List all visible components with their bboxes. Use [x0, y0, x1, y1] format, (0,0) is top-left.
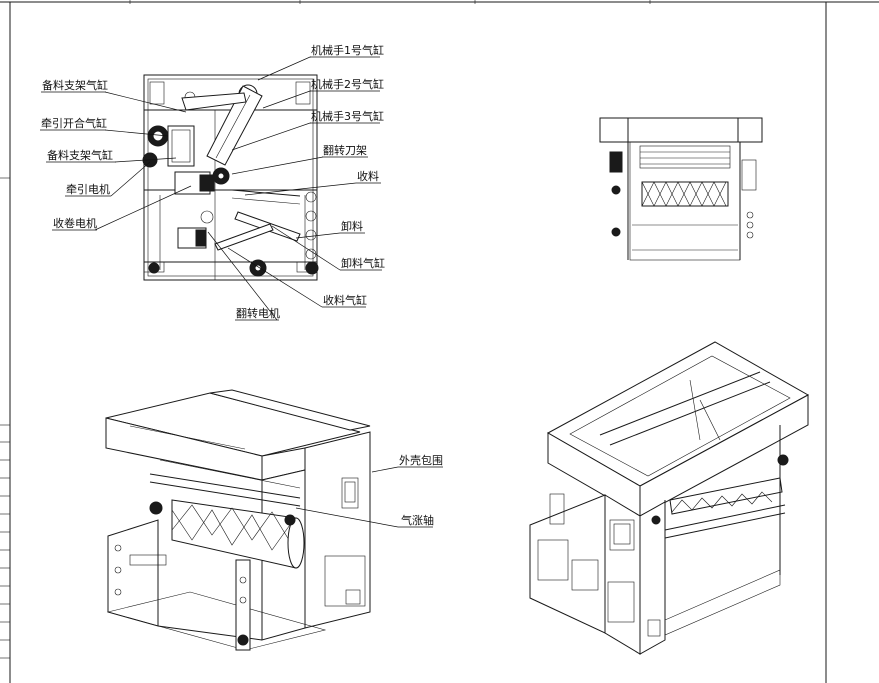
isometric-rear-view: [529, 341, 810, 655]
label-flip-knife: 翻转刀架: [323, 143, 367, 157]
label-cyl1: 机械手1号气缸: [311, 43, 384, 57]
label-collect-cyl: 收料气缸: [323, 293, 367, 307]
label-air-shaft: 气涨轴: [401, 513, 434, 527]
label-collect: 收料: [357, 169, 379, 183]
label-cyl2: 机械手2号气缸: [311, 77, 384, 91]
label-pull-motor: 牵引电机: [66, 182, 110, 196]
label-unload: 卸料: [341, 219, 363, 233]
label-unload-cyl: 卸料气缸: [341, 256, 385, 270]
label-shell: 外壳包围: [399, 453, 443, 467]
label-flip-motor: 翻转电机: [236, 306, 280, 320]
label-cyl3: 机械手3号气缸: [311, 109, 384, 123]
label-pull-open-cyl: 牵引开合气缸: [41, 116, 107, 130]
label-stock-cyl-b: 备料支架气缸: [47, 148, 113, 162]
side-elevation-view: [142, 74, 319, 281]
label-stock-cyl-a: 备料支架气缸: [42, 78, 108, 92]
isometric-front-view: [105, 389, 371, 651]
front-elevation-view: [599, 117, 763, 261]
label-wind-motor: 收卷电机: [53, 216, 97, 230]
callout-labels: 机械手1号气缸 机械手2号气缸 机械手3号气缸 翻转刀架 收料 卸料 卸料气缸 …: [40, 43, 443, 528]
